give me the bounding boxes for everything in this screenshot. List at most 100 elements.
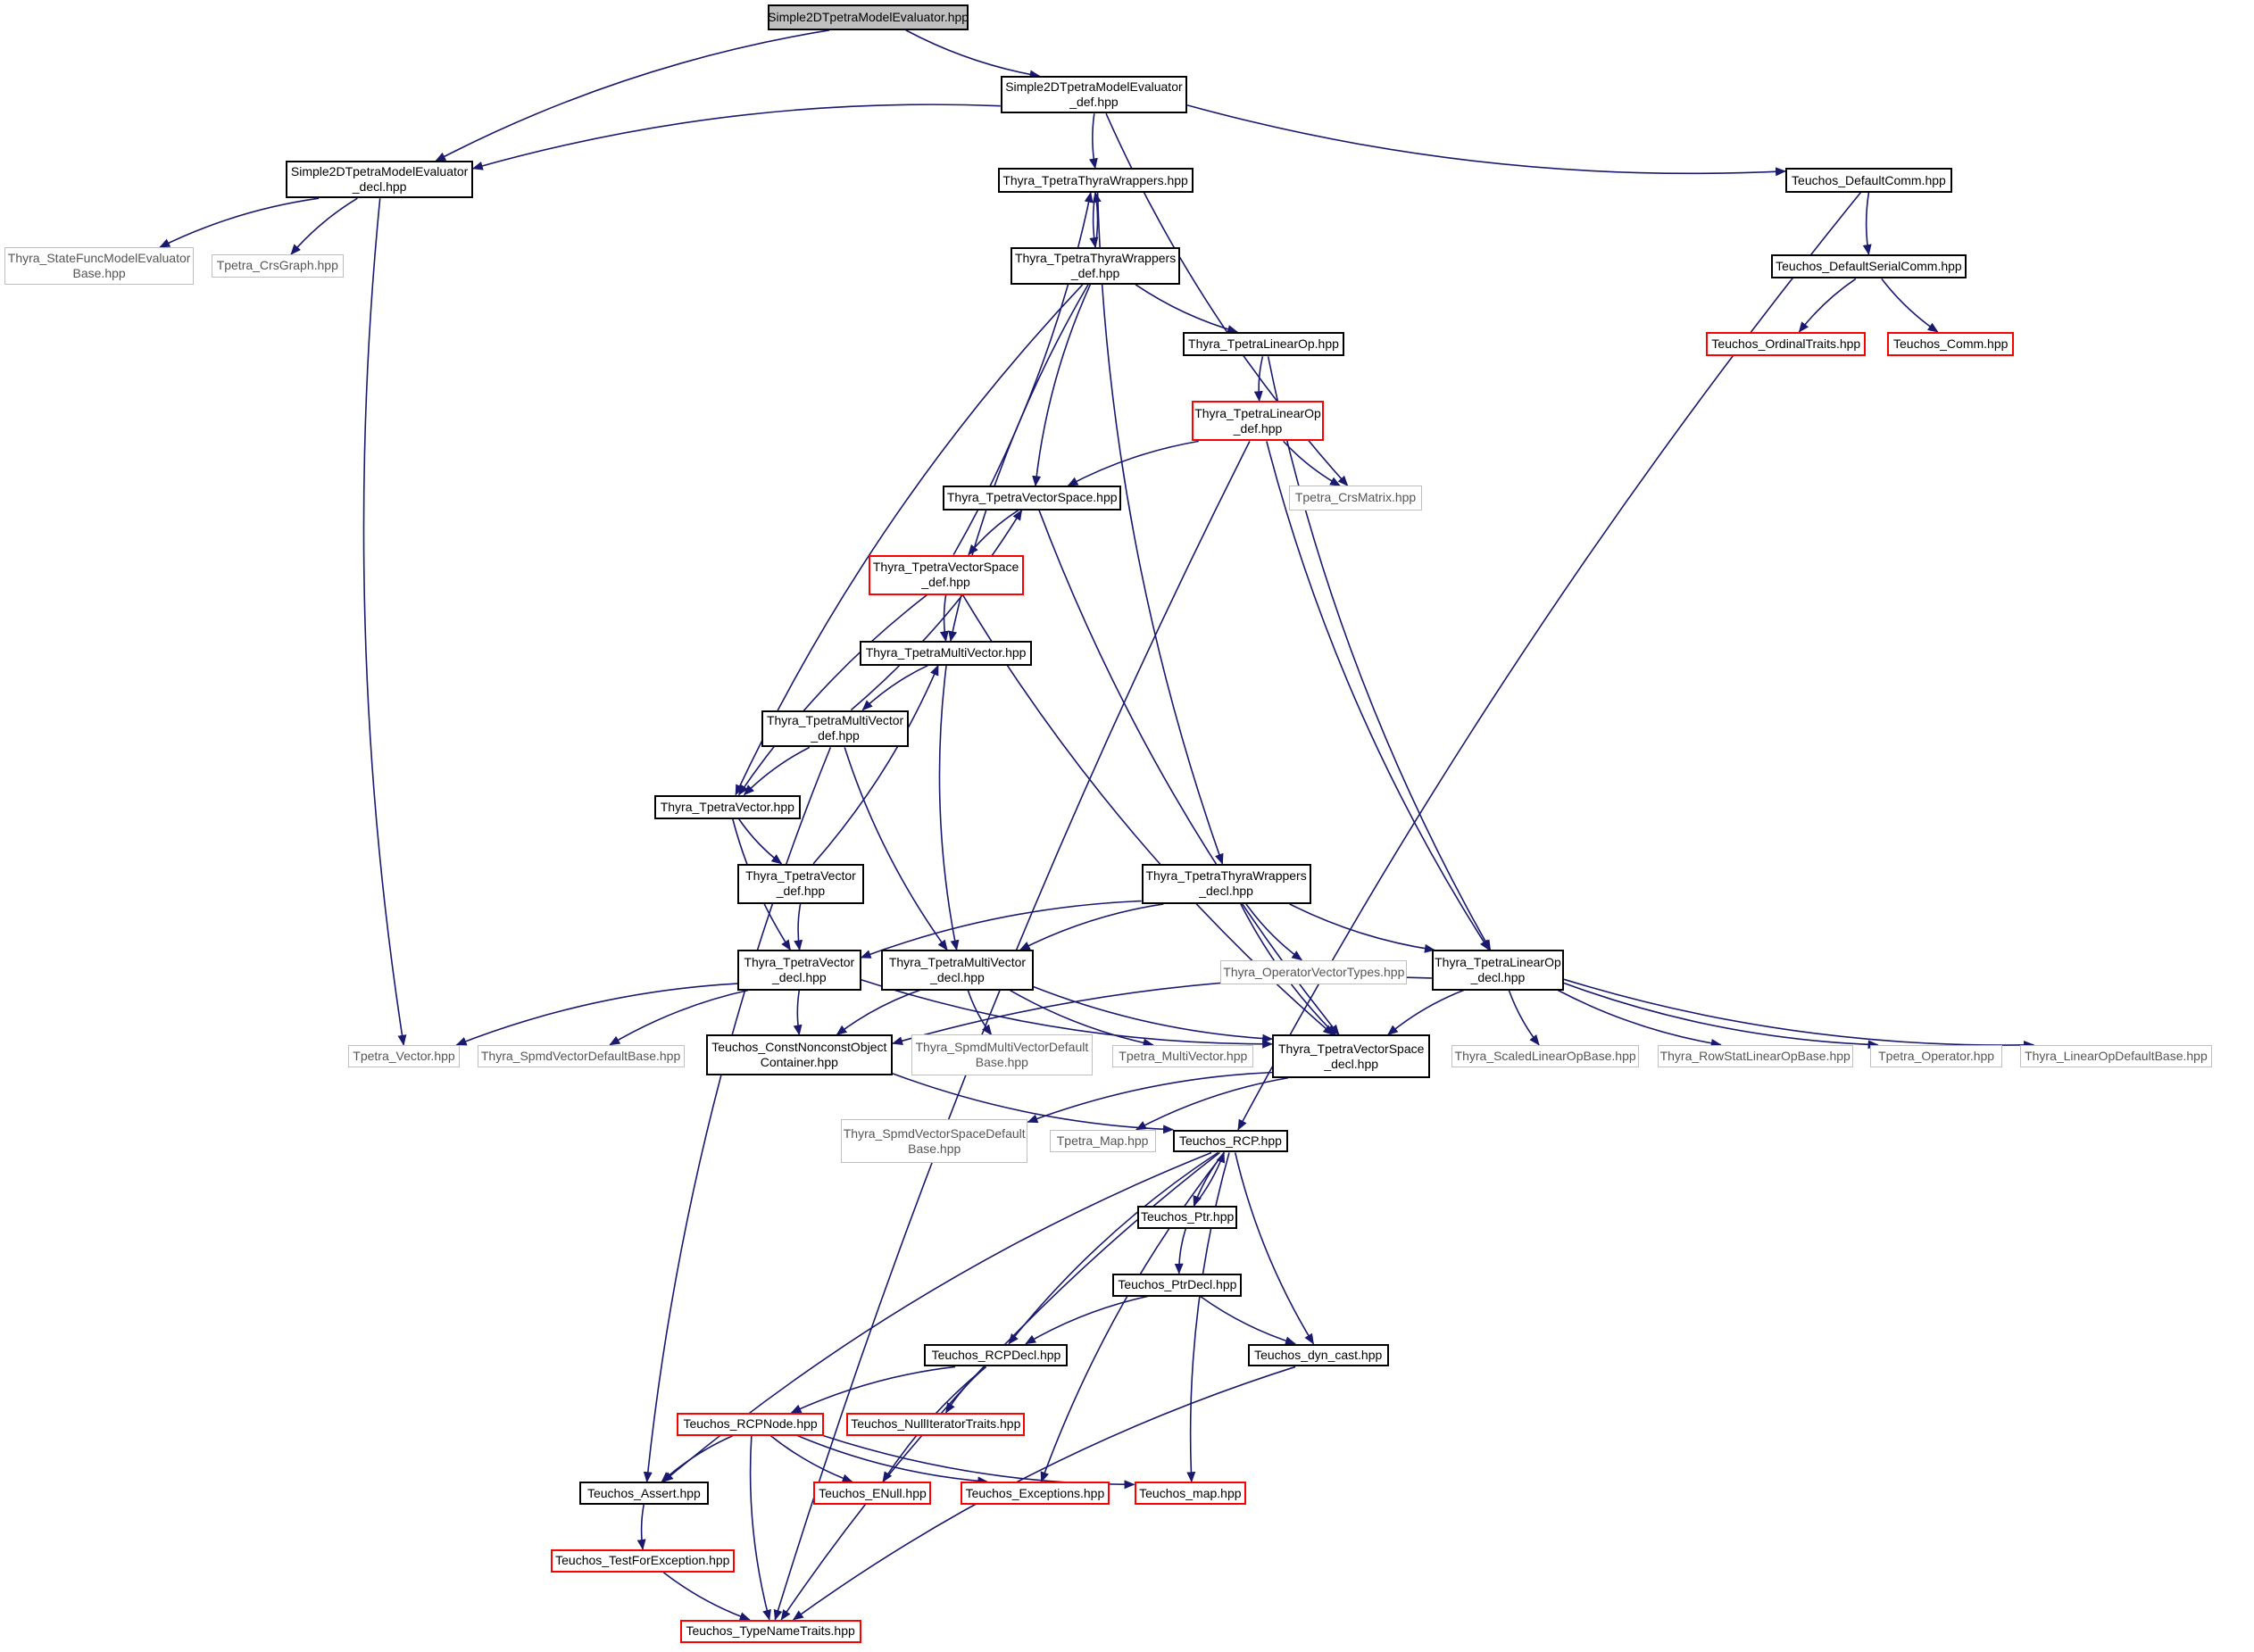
edge-thyra-tlo-decl-to-thyra-tvs-decl — [1387, 989, 1464, 1036]
edge-thyra-tv-decl-to-tpetra-vector — [455, 983, 738, 1046]
file-node-thyra-tvs[interactable]: Thyra_TpetraVectorSpace.hpp — [943, 486, 1122, 511]
file-node-thyra-svdb[interactable]: Thyra_SpmdVectorDefaultBase.hpp — [477, 1044, 685, 1068]
edge-teuchos-rcpdecl-to-teuchos-rcpnode — [790, 1366, 956, 1414]
edge-thyra-ttw-to-thyra-ttw-def — [1089, 192, 1099, 248]
edge-thyra-ttw-def-to-thyra-tlo — [1135, 284, 1239, 334]
edge-teuchos-rcp-to-teuchos-exc — [1040, 1151, 1225, 1483]
file-node-teuchos-ptr[interactable]: Teuchos_Ptr.hpp — [1136, 1206, 1238, 1229]
edge-s2d-decl-to-tpetra-crsgraph — [290, 197, 358, 255]
edge-thyra-ttw-decl-to-thyra-tmv-decl — [1019, 903, 1164, 951]
file-node-teuchos-nit[interactable]: Teuchos_NullIteratorTraits.hpp — [846, 1412, 1026, 1436]
file-node-thyra-ovt[interactable]: Thyra_OperatorVectorTypes.hpp — [1220, 959, 1408, 985]
file-node-teuchos-tfe[interactable]: Teuchos_TestForException.hpp — [550, 1548, 735, 1573]
edge-thyra-tmv-decl-to-teuchos-cnoc — [836, 989, 920, 1036]
edge-thyra-tmv-decl-to-thyra-smvdb — [967, 990, 993, 1036]
edge-teuchos-rcp-to-teuchos-map — [1186, 1152, 1230, 1483]
file-node-teuchos-cnoc[interactable]: Teuchos_ConstNonconstObject Container.hp… — [705, 1034, 893, 1075]
edge-thyra-tlo-def-to-thyra-tvs — [1067, 440, 1200, 486]
file-node-teuchos-dyncast[interactable]: Teuchos_dyn_cast.hpp — [1247, 1343, 1389, 1367]
file-node-tpetra-op[interactable]: Tpetra_Operator.hpp — [1870, 1044, 2003, 1068]
edge-thyra-tlo-decl-to-thyra-lodb — [1563, 978, 2035, 1050]
file-node-teuchos-assert[interactable]: Teuchos_Assert.hpp — [578, 1482, 709, 1505]
file-node-thyra-ttw[interactable]: Thyra_TpetraThyraWrappers.hpp — [997, 168, 1194, 193]
file-node-tpetra-mv[interactable]: Tpetra_MultiVector.hpp — [1112, 1044, 1254, 1068]
edge-teuchos-dyncast-to-teuchos-tnt — [792, 1366, 1296, 1621]
edge-thyra-tmv-def-to-thyra-tv — [743, 746, 811, 796]
edge-teuchos-dsc-to-teuchos-ot — [1798, 278, 1857, 333]
file-node-thyra-tlo-def[interactable]: Thyra_TpetraLinearOp _def.hpp — [1191, 401, 1325, 442]
file-node-root[interactable]: Simple2DTpetraModelEvaluator.hpp — [767, 4, 969, 30]
edge-s2d-def-to-thyra-ttw — [1088, 113, 1098, 170]
edge-teuchos-dsc-to-teuchos-comm — [1881, 278, 1939, 333]
file-node-thyra-rslob[interactable]: Thyra_RowStatLinearOpBase.hpp — [1657, 1044, 1853, 1068]
file-node-thyra-lodb[interactable]: Thyra_LinearOpDefaultBase.hpp — [2019, 1044, 2213, 1068]
file-node-thyra-tvs-decl[interactable]: Thyra_TpetraVectorSpace _decl.hpp — [1272, 1034, 1431, 1078]
edge-teuchos-rcpnode-to-teuchos-tnt — [749, 1435, 771, 1621]
edge-s2d-decl-to-thyra-sfme — [159, 197, 320, 248]
file-node-s2d-def[interactable]: Simple2DTpetraModelEvaluator _def.hpp — [1000, 76, 1188, 114]
edge-thyra-tlo-decl-to-tpetra-op — [1563, 982, 1879, 1050]
file-node-thyra-svsdb[interactable]: Thyra_SpmdVectorSpaceDefault Base.hpp — [841, 1119, 1028, 1163]
edge-teuchos-ptr-to-teuchos-ptrdecl — [1174, 1228, 1186, 1274]
file-node-teuchos-comm[interactable]: Teuchos_Comm.hpp — [1887, 331, 2015, 357]
edge-teuchos-rcpdecl-to-teuchos-nit — [944, 1366, 987, 1414]
edge-thyra-tmv-def-to-thyra-tvs — [850, 509, 1023, 711]
file-node-teuchos-dc[interactable]: Teuchos_DefaultComm.hpp — [1785, 168, 1952, 193]
file-node-tpetra-crsgraph[interactable]: Tpetra_CrsGraph.hpp — [211, 254, 344, 278]
file-node-thyra-slob[interactable]: Thyra_ScaledLinearOpBase.hpp — [1451, 1044, 1639, 1068]
edge-teuchos-tfe-to-teuchos-tnt — [662, 1572, 751, 1621]
edge-thyra-tlo-def-to-thyra-tlo-decl — [1266, 441, 1490, 951]
edge-thyra-tmv-decl-to-tpetra-mv — [1010, 989, 1154, 1048]
file-node-thyra-smvdb[interactable]: Thyra_SpmdMultiVectorDefault Base.hpp — [911, 1034, 1093, 1075]
file-node-tpetra-crsmatrix[interactable]: Tpetra_CrsMatrix.hpp — [1289, 486, 1422, 511]
edge-thyra-tv-to-thyra-tv-def — [738, 818, 783, 865]
file-node-thyra-tlo[interactable]: Thyra_TpetraLinearOp.hpp — [1183, 331, 1344, 357]
file-node-teuchos-map[interactable]: Teuchos_map.hpp — [1134, 1482, 1247, 1505]
file-node-thyra-sfme[interactable]: Thyra_StateFuncModelEvaluator Base.hpp — [4, 246, 195, 285]
file-node-tpetra-vector[interactable]: Tpetra_Vector.hpp — [347, 1044, 461, 1068]
file-node-teuchos-ptrdecl[interactable]: Teuchos_PtrDecl.hpp — [1112, 1273, 1243, 1297]
edge-root-to-s2d-decl — [435, 29, 830, 162]
file-node-teuchos-tnt[interactable]: Teuchos_TypeNameTraits.hpp — [679, 1619, 861, 1643]
file-node-thyra-ttw-def[interactable]: Thyra_TpetraThyraWrappers _def.hpp — [1011, 246, 1181, 285]
edge-teuchos-ptrdecl-to-teuchos-dyncast — [1200, 1295, 1296, 1346]
file-node-teuchos-enull[interactable]: Teuchos_ENull.hpp — [813, 1482, 932, 1505]
edge-teuchos-rcp-to-teuchos-dyncast — [1234, 1152, 1315, 1345]
file-node-thyra-tv-def[interactable]: Thyra_TpetraVector _def.hpp — [737, 863, 864, 904]
edge-thyra-ttw-decl-to-thyra-tv-decl — [860, 900, 1142, 959]
file-node-s2d-decl[interactable]: Simple2DTpetraModelEvaluator _decl.hpp — [286, 161, 473, 199]
file-node-teuchos-rcpdecl[interactable]: Teuchos_RCPDecl.hpp — [924, 1343, 1069, 1367]
file-node-thyra-tvs-def[interactable]: Thyra_TpetraVectorSpace _def.hpp — [868, 554, 1024, 595]
file-node-teuchos-rcp[interactable]: Teuchos_RCP.hpp — [1173, 1129, 1288, 1153]
edge-thyra-ttw-to-thyra-ttw-decl — [1096, 192, 1224, 865]
edge-thyra-tv-decl-to-thyra-svdb — [609, 989, 749, 1046]
file-node-teuchos-exc[interactable]: Teuchos_Exceptions.hpp — [960, 1482, 1110, 1505]
file-node-tpetra-map[interactable]: Tpetra_Map.hpp — [1049, 1129, 1156, 1153]
edge-s2d-decl-to-tpetra-vector — [362, 198, 407, 1046]
edge-thyra-ttw-def-to-thyra-tvs — [1032, 284, 1092, 487]
file-node-thyra-tlo-decl[interactable]: Thyra_TpetraLinearOp _decl.hpp — [1431, 950, 1565, 991]
edge-teuchos-rcpnode-to-teuchos-enull — [769, 1435, 853, 1483]
file-node-thyra-tmv-def[interactable]: Thyra_TpetraMultiVector _def.hpp — [761, 710, 909, 748]
edge-teuchos-dc-to-teuchos-dsc — [1862, 192, 1872, 256]
edge-thyra-tvs-to-thyra-tvs-def — [968, 509, 1019, 556]
file-node-teuchos-rcpnode[interactable]: Teuchos_RCPNode.hpp — [677, 1412, 824, 1436]
edge-thyra-ttw-def-to-thyra-ttw — [1092, 191, 1102, 248]
file-node-teuchos-ot[interactable]: Teuchos_OrdinalTraits.hpp — [1706, 331, 1867, 357]
edge-thyra-tmv-def-to-teuchos-assert — [643, 747, 832, 1483]
edge-thyra-tmv-decl-to-thyra-tvs-decl — [1033, 985, 1274, 1043]
file-node-thyra-tmv-decl[interactable]: Thyra_TpetraMultiVector _decl.hpp — [881, 950, 1034, 991]
edge-thyra-tlo-decl-to-thyra-slob — [1508, 990, 1540, 1046]
file-node-thyra-tv[interactable]: Thyra_TpetraVector.hpp — [653, 794, 801, 819]
file-node-thyra-tv-decl[interactable]: Thyra_TpetraVector _decl.hpp — [737, 950, 861, 991]
edge-teuchos-rcpnode-to-teuchos-map — [823, 1434, 1135, 1490]
file-node-thyra-ttw-decl[interactable]: Thyra_TpetraThyraWrappers _decl.hpp — [1141, 863, 1311, 904]
file-node-thyra-tmv[interactable]: Thyra_TpetraMultiVector.hpp — [859, 641, 1033, 666]
file-node-teuchos-dsc[interactable]: Teuchos_DefaultSerialComm.hpp — [1770, 254, 1967, 279]
edge-thyra-tlo-to-thyra-tlo-decl — [1267, 356, 1492, 951]
edge-thyra-tlo-decl-to-thyra-rslob — [1557, 989, 1722, 1048]
edge-thyra-tlo-to-thyra-tlo-def — [1253, 356, 1264, 403]
edge-thyra-tlo-def-to-tpetra-crsmatrix — [1283, 440, 1342, 486]
edge-teuchos-ptrdecl-to-teuchos-rcpdecl — [1025, 1295, 1148, 1345]
